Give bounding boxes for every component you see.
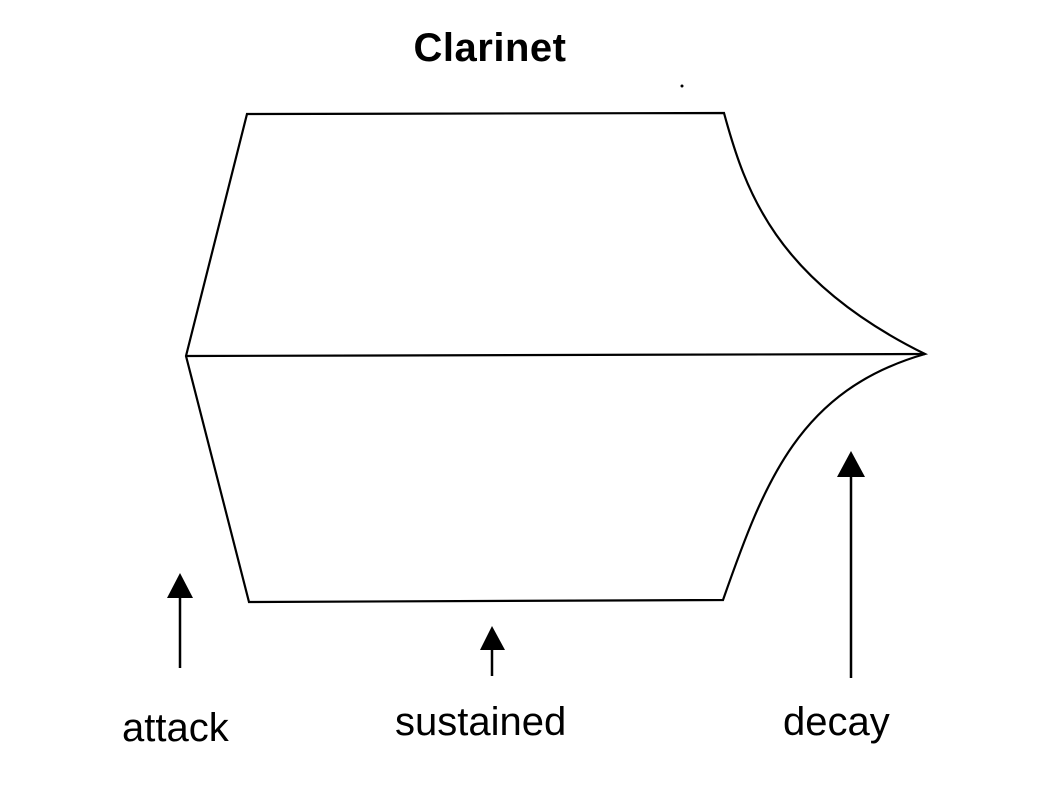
speck-mark [680, 84, 684, 88]
attack-arrowhead [167, 573, 193, 598]
envelope-outline [184, 111, 929, 604]
decay-arrowhead [837, 451, 865, 477]
diagram-title: Clarinet [413, 26, 567, 70]
center-axis-line [185, 352, 926, 358]
sustained-arrowhead [480, 626, 505, 650]
decay-label: decay [783, 700, 890, 744]
sustained-label: sustained [395, 700, 567, 744]
attack-label: attack [122, 706, 229, 750]
